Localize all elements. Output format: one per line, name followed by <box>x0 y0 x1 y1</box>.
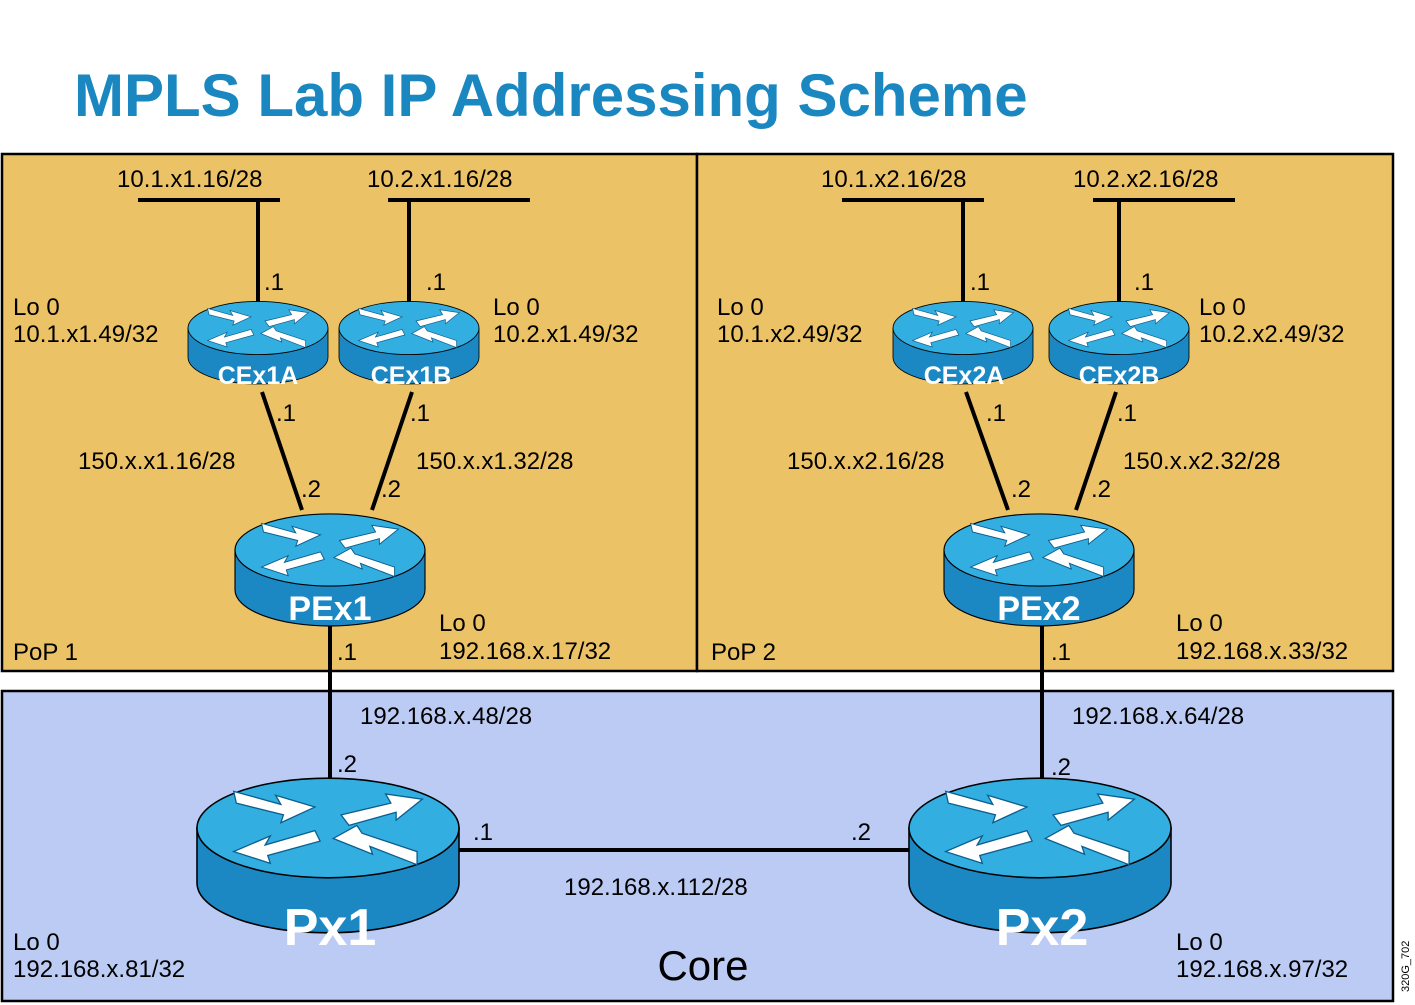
host-label: .2 <box>337 751 357 778</box>
host-label: .1 <box>1051 639 1071 666</box>
host-label: .2 <box>1051 754 1071 781</box>
link-label-pex1-px1: 192.168.x.48/28 <box>360 703 532 730</box>
loopback-name: Lo 0 <box>1199 294 1246 321</box>
host-label: .2 <box>301 476 321 503</box>
router-label-px2: Px2 <box>996 899 1089 957</box>
host-label: .1 <box>986 400 1006 427</box>
host-label: .1 <box>264 269 284 296</box>
host-label: .2 <box>381 476 401 503</box>
link-label-pex2-px2: 192.168.x.64/28 <box>1072 703 1244 730</box>
loopback-name: Lo 0 <box>1176 929 1223 956</box>
host-label: .1 <box>1134 269 1154 296</box>
host-label: .2 <box>1011 476 1031 503</box>
lan-label-l1: 10.1.x1.16/28 <box>117 166 262 193</box>
page-title: MPLS Lab IP Addressing Scheme <box>74 62 1028 129</box>
loopback-address-px2: 192.168.x.97/32 <box>1176 956 1348 983</box>
link-label-cex1a-pex1: 150.x.x1.16/28 <box>78 448 235 475</box>
link-cex1a-pex1 <box>260 391 304 511</box>
figure-id: 320G_702 <box>1400 941 1412 992</box>
host-label: .1 <box>337 639 357 666</box>
host-label: .1 <box>473 819 493 846</box>
host-label: .1 <box>410 400 430 427</box>
host-label: .2 <box>1091 476 1111 503</box>
host-label: .1 <box>276 400 296 427</box>
host-label: .1 <box>426 269 446 296</box>
router-label-cex1b: CEx1B <box>371 362 452 390</box>
router-label-cex2b: CEx2B <box>1079 362 1160 390</box>
link-label-px1-px2: 192.168.x.112/28 <box>564 874 748 901</box>
loopback-name: Lo 0 <box>493 294 540 321</box>
loopback-name: Lo 0 <box>13 929 60 956</box>
link-cex2b-pex2 <box>1074 391 1118 511</box>
router-label-px1: Px1 <box>284 899 377 957</box>
loopback-address-cex1b: 10.2.x1.49/32 <box>493 321 638 348</box>
host-label: .2 <box>851 819 871 846</box>
loopback-address-cex2a: 10.1.x2.49/32 <box>717 321 862 348</box>
host-label: .1 <box>970 269 990 296</box>
link-cex1b-pex1 <box>370 391 414 511</box>
router-label-cex2a: CEx2A <box>924 362 1005 390</box>
host-label: .1 <box>1117 400 1137 427</box>
loopback-name: Lo 0 <box>717 294 764 321</box>
loopback-name: Lo 0 <box>439 610 486 637</box>
loopback-address-cex1a: 10.1.x1.49/32 <box>13 321 158 348</box>
region-label-core: Core <box>657 942 748 989</box>
lan-label-l4: 10.2.x2.16/28 <box>1073 166 1218 193</box>
router-label-cex1a: CEx1A <box>218 362 299 390</box>
loopback-address-pex2: 192.168.x.33/32 <box>1176 638 1348 665</box>
loopback-name: Lo 0 <box>13 294 60 321</box>
lan-label-l3: 10.1.x2.16/28 <box>821 166 966 193</box>
lan-label-l2: 10.2.x1.16/28 <box>367 166 512 193</box>
router-label-pex1: PEx1 <box>288 590 371 628</box>
link-label-cex2b-pex2: 150.x.x2.32/28 <box>1123 448 1280 475</box>
loopback-address-pex1: 192.168.x.17/32 <box>439 638 611 665</box>
loopback-address-cex2b: 10.2.x2.49/32 <box>1199 321 1344 348</box>
region-label-pop2: PoP 2 <box>711 639 776 666</box>
router-label-pex2: PEx2 <box>997 590 1080 628</box>
loopback-name: Lo 0 <box>1176 610 1223 637</box>
region-label-pop1: PoP 1 <box>13 639 78 666</box>
loopback-address-px1: 192.168.x.81/32 <box>13 956 185 983</box>
link-label-cex1b-pex1: 150.x.x1.32/28 <box>416 448 573 475</box>
link-cex2a-pex2 <box>964 391 1010 511</box>
link-label-cex2a-pex2: 150.x.x2.16/28 <box>787 448 944 475</box>
